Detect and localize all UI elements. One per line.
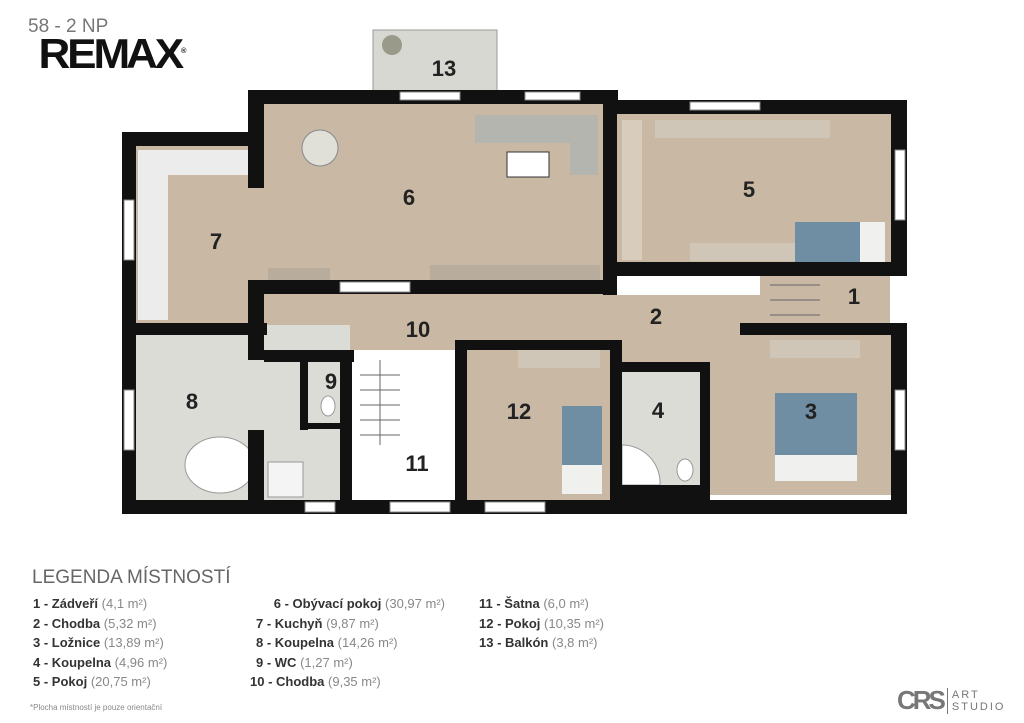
plan-title: 58 - 2 NP — [28, 16, 109, 37]
windows — [123, 91, 906, 513]
room-label-10: 10 — [406, 317, 430, 342]
legend-item: 13 - Balkón (3,8 m²) — [479, 635, 598, 650]
room-label-1: 1 — [848, 284, 860, 309]
room-label-8: 8 — [186, 389, 198, 414]
room-label-11: 11 — [405, 451, 428, 476]
legend-item: 5 - Pokoj (20,75 m²) — [33, 674, 151, 689]
room-label-2: 2 — [650, 304, 662, 329]
legend-item: 2 - Chodba (5,32 m²) — [33, 615, 157, 631]
floor-plan: 1 2 3 4 5 6 7 8 9 10 11 12 13 — [122, 29, 907, 514]
legend-title: LEGENDA MÍSTNOSTÍ — [32, 567, 231, 588]
legend-item: 9 - WC (1,27 m²) — [256, 654, 353, 670]
room-label-5: 5 — [743, 177, 755, 202]
room-label-9: 9 — [325, 369, 337, 394]
legend-item: 6 - Obývací pokoj (30,97 m²) — [273, 596, 445, 611]
legend-item: 1 - Zádveří (4,1 m²) — [33, 596, 148, 611]
legend-item: 3 - Ložnice (13,89 m²) — [33, 635, 164, 650]
remax-logo: REMAX® — [38, 30, 187, 77]
room-label-3: 3 — [805, 399, 817, 424]
legend-item: 10 - Chodba (9,35 m²) — [250, 674, 381, 689]
legend-item: 12 - Pokoj (10,35 m²) — [479, 615, 605, 631]
furniture — [184, 115, 885, 498]
room-label-7: 7 — [210, 229, 222, 254]
legend-item: 11 - Šatna (6,0 m²) — [479, 596, 589, 611]
legend-column-2: 6 - Obývací pokoj (30,97 m²) 7 - Kuchyň … — [250, 594, 445, 692]
room-label-12: 12 — [507, 399, 531, 424]
legend-column-1: 1 - Zádveří (4,1 m²) 2 - Chodba (5,32 m²… — [33, 594, 167, 692]
legend-item: 7 - Kuchyň (9,87 m²) — [256, 615, 379, 631]
legend-item: 4 - Koupelna (4,96 m²) — [33, 654, 168, 670]
area-note: *Plocha místností je pouze orientační — [30, 703, 163, 712]
room-label-13: 13 — [432, 56, 456, 81]
legend-item: 8 - Koupelna (14,26 m²) — [256, 635, 398, 650]
room-label-6: 6 — [403, 185, 415, 210]
room-label-4: 4 — [652, 398, 665, 423]
plant-icon — [382, 35, 402, 55]
legend-column-3: 11 - Šatna (6,0 m²) 12 - Pokoj (10,35 m²… — [479, 594, 604, 653]
